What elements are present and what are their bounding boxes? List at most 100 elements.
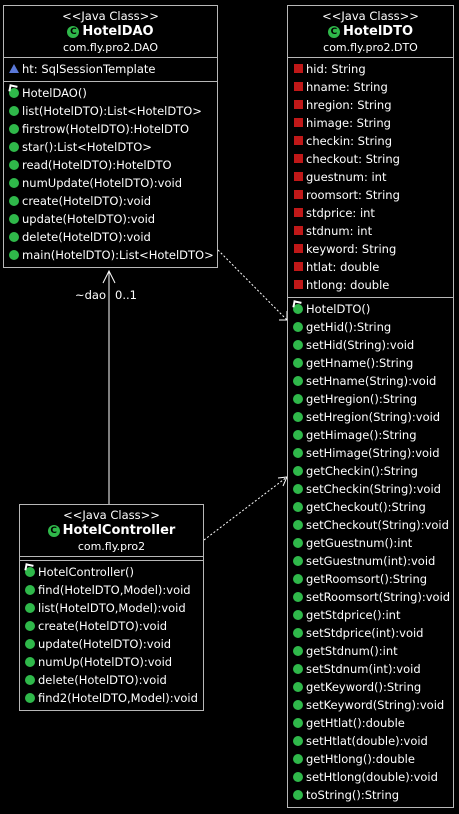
method-row[interactable]: star():List<HotelDTO> — [4, 138, 217, 156]
method-row[interactable]: update(HotelDTO):void — [4, 210, 217, 228]
method-row[interactable]: setKeyword(String):void — [288, 696, 453, 714]
method-row[interactable]: setGuestnum(int):void — [288, 552, 453, 570]
method-row[interactable]: numUpdate(HotelDTO):void — [4, 174, 217, 192]
method-row[interactable]: HotelController() — [20, 563, 203, 581]
attribute-row[interactable]: roomsort: String — [288, 186, 453, 204]
method-row[interactable]: find2(HotelDTO,Model):void — [20, 689, 203, 707]
protected-field-icon — [9, 64, 19, 73]
public-method-icon — [293, 412, 303, 422]
method-row[interactable]: getHtlat():double — [288, 714, 453, 732]
public-method-icon — [293, 592, 303, 602]
attribute-row[interactable]: ht: SqlSessionTemplate — [4, 60, 217, 78]
association-arrowhead — [102, 269, 116, 284]
private-field-icon — [294, 100, 303, 109]
private-field-icon — [294, 208, 303, 217]
private-field-icon — [294, 190, 303, 199]
public-method-icon — [293, 628, 303, 638]
method-row[interactable]: getCheckout():String — [288, 498, 453, 516]
public-method-icon — [293, 322, 303, 332]
attribute-row[interactable]: guestnum: int — [288, 168, 453, 186]
method-row[interactable]: getStdprice():int — [288, 606, 453, 624]
attribute-row[interactable]: htlat: double — [288, 258, 453, 276]
method-row[interactable]: create(HotelDTO):void — [4, 192, 217, 210]
attribute-row[interactable]: hregion: String — [288, 96, 453, 114]
method-row[interactable]: setHregion(String):void — [288, 408, 453, 426]
attribute-row[interactable]: keyword: String — [288, 240, 453, 258]
method-row[interactable]: delete(HotelDTO):void — [4, 228, 217, 246]
method-row[interactable]: getCheckin():String — [288, 462, 453, 480]
method-row[interactable]: HotelDAO() — [4, 84, 217, 102]
method-row[interactable]: read(HotelDTO):HotelDTO — [4, 156, 217, 174]
private-field-icon — [294, 82, 303, 91]
method-row[interactable]: numUp(HotelDTO):void — [20, 653, 203, 671]
class-icon: C — [327, 25, 340, 38]
public-method-icon — [293, 790, 303, 800]
method-row[interactable]: update(HotelDTO):void — [20, 635, 203, 653]
method-row[interactable]: setHtlong(double):void — [288, 768, 453, 786]
method-row[interactable]: firstrow(HotelDTO):HotelDTO — [4, 120, 217, 138]
attribute-row[interactable]: hname: String — [288, 78, 453, 96]
public-method-icon — [25, 657, 35, 667]
public-method-icon — [293, 466, 303, 476]
attributes-section — [20, 557, 203, 561]
private-field-icon — [294, 154, 303, 163]
attribute-row[interactable]: checkout: String — [288, 150, 453, 168]
method-row[interactable]: getHname():String — [288, 354, 453, 372]
method-row[interactable]: setHname(String):void — [288, 372, 453, 390]
method-row[interactable]: list(HotelDTO):List<HotelDTO> — [4, 102, 217, 120]
method-row[interactable]: getHid():String — [288, 318, 453, 336]
method-row[interactable]: create(HotelDTO):void — [20, 617, 203, 635]
method-row[interactable]: getHtlong():double — [288, 750, 453, 768]
public-method-icon — [293, 340, 303, 350]
public-method-icon — [293, 538, 303, 548]
method-row[interactable]: setHimage(String):void — [288, 444, 453, 462]
method-row[interactable]: toString():String — [288, 786, 453, 804]
class-icon: C — [47, 524, 60, 537]
method-row[interactable]: setCheckout(String):void — [288, 516, 453, 534]
method-row[interactable]: HotelDTO() — [288, 300, 453, 318]
public-method-icon — [9, 250, 19, 260]
method-row[interactable]: getHimage():String — [288, 426, 453, 444]
constructor-icon — [293, 304, 303, 314]
method-row[interactable]: setHtlat(double):void — [288, 732, 453, 750]
public-method-icon — [9, 160, 19, 170]
public-method-icon — [25, 693, 35, 703]
public-method-icon — [293, 376, 303, 386]
public-method-icon — [9, 124, 19, 134]
methods-section: HotelController()find(HotelDTO,Model):vo… — [20, 561, 203, 710]
attribute-row[interactable]: stdnum: int — [288, 222, 453, 240]
attributes-section: ht: SqlSessionTemplate — [4, 58, 217, 82]
method-row[interactable]: find(HotelDTO,Model):void — [20, 581, 203, 599]
attribute-row[interactable]: htlong: double — [288, 276, 453, 294]
method-row[interactable]: setCheckin(String):void — [288, 480, 453, 498]
method-row[interactable]: setHid(String):void — [288, 336, 453, 354]
class-icon: C — [67, 25, 80, 38]
method-row[interactable]: setRoomsort(String):void — [288, 588, 453, 606]
public-method-icon — [9, 142, 19, 152]
method-row[interactable]: getKeyword():String — [288, 678, 453, 696]
attribute-row[interactable]: stdprice: int — [288, 204, 453, 222]
method-row[interactable]: getRoomsort():String — [288, 570, 453, 588]
method-row[interactable]: setStdprice(int):void — [288, 624, 453, 642]
attribute-row[interactable]: hid: String — [288, 60, 453, 78]
method-row[interactable]: getStdnum():int — [288, 642, 453, 660]
method-row[interactable]: getGuestnum():int — [288, 534, 453, 552]
method-row[interactable]: setStdnum(int):void — [288, 660, 453, 678]
method-row[interactable]: getHregion():String — [288, 390, 453, 408]
attribute-row[interactable]: himage: String — [288, 114, 453, 132]
attribute-row[interactable]: checkin: String — [288, 132, 453, 150]
public-method-icon — [293, 736, 303, 746]
method-row[interactable]: list(HotelDTO,Model):void — [20, 599, 203, 617]
public-method-icon — [293, 700, 303, 710]
method-row[interactable]: delete(HotelDTO):void — [20, 671, 203, 689]
class-package: com.fly.pro2.DTO — [323, 41, 418, 54]
method-row[interactable]: main(HotelDTO):List<HotelDTO> — [4, 246, 217, 264]
